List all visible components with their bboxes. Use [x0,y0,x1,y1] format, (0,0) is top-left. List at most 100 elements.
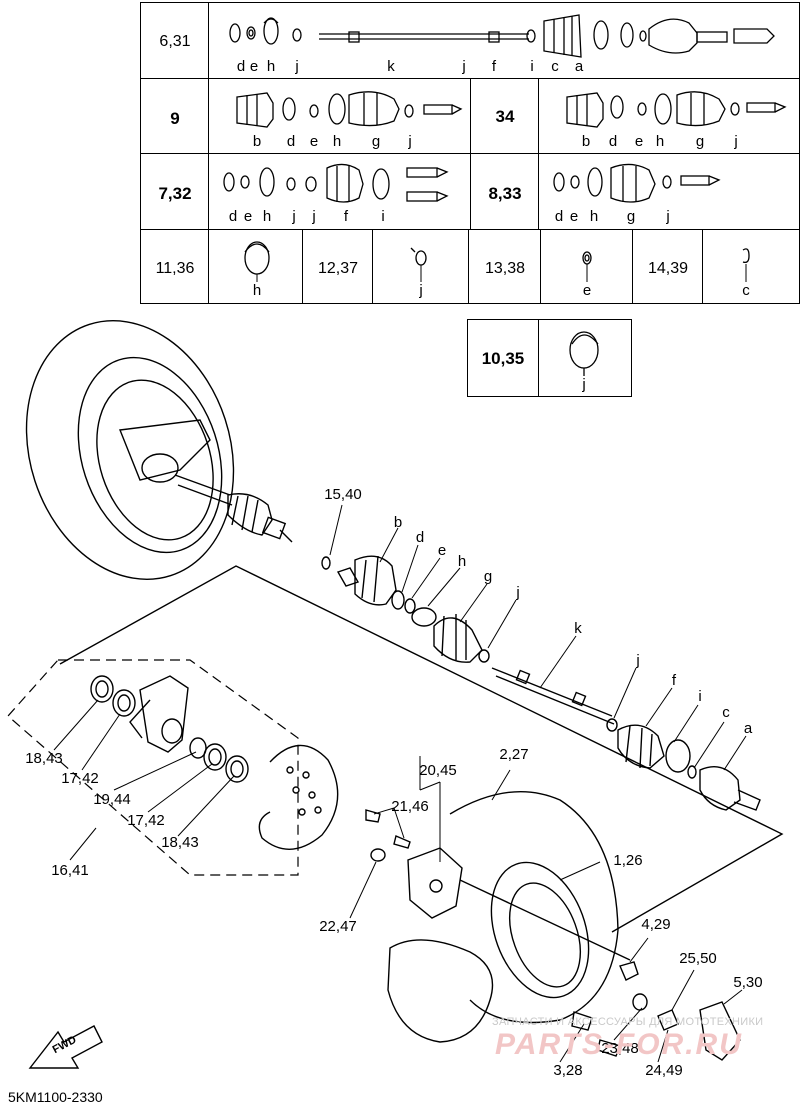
ref-number: 9 [170,109,180,128]
part-letter: j [582,376,586,393]
ref-number: 7,32 [158,184,192,203]
part-letter: h [332,133,342,150]
row1-parts-illustration [229,14,775,58]
part-letter: e [249,58,259,75]
part-letter: j [408,133,412,150]
part-letter: d [554,208,564,225]
callout-g: g [483,568,493,585]
part-letter: e [569,208,579,225]
lug-nut-cap [699,1001,741,1061]
ref-number: 10,35 [481,349,525,368]
callout-17-42-a: 17,42 [61,770,99,787]
table-row-9-34: 9 34 b d e h g j [141,79,799,154]
part-letter: k [387,58,395,75]
part-letter: d [286,133,296,150]
lower-tire [449,790,619,1024]
part-letter: e [243,208,253,225]
callout-i: i [698,688,702,705]
callout-e: e [437,542,447,559]
callout-4-29: 4,29 [641,916,671,933]
part-letter: a [574,58,584,75]
part-letter: f [343,208,349,225]
callout-25-50: 25,50 [679,950,717,967]
part-letter: g [371,133,381,150]
watermark-logo: PARTS-FOR.RU [495,1028,743,1061]
callout-19-44: 19,44 [93,791,131,808]
callout-b: b [393,514,403,531]
callout-k: k [574,620,582,637]
part-letter: h [252,282,262,299]
part-letter: d [608,133,618,150]
callout-23-48: 23,48 [601,1040,639,1057]
watermark-tagline: ЗАПЧАСТИ И АКСЕССУАРЫ ДЛЯ МОТОТЕХНИКИ [492,1016,764,1028]
part-letter: e [634,133,644,150]
ref-number: 11,36 [155,260,195,277]
brake-disc [258,744,339,850]
part-letter: j [292,208,296,225]
callout-a: a [743,720,753,737]
part-letter: i [381,208,385,225]
callout-22-47: 22,47 [319,918,357,935]
row3-right-parts-illustration [553,163,721,203]
part-letter: i [530,58,534,75]
callout-16-41: 16,41 [51,862,89,879]
part-letter: h [262,208,272,225]
ref-number: 8,33 [488,184,522,203]
part-letter: j [312,208,316,225]
callout-j-lower: j [636,652,640,669]
part-letter: j [419,282,423,299]
clamp-illustration [569,331,599,376]
upper-wheel-assembly [25,320,293,580]
table-row-small-parts: 11,36 12,37 13,38 14,39 h j e c [141,230,799,303]
diagram-code: 5KM1100-2330 [8,1089,103,1105]
part-letter: e [309,133,319,150]
part-letter: g [626,208,636,225]
wheel-hub [407,847,463,919]
part-letter: c [742,282,750,299]
callout-1-26: 1,26 [613,852,643,869]
parts-table: 6,31 d e h j k j f [140,2,800,304]
callout-c: c [722,704,730,721]
callout-5-30: 5,30 [733,974,763,991]
ref-number: 14,39 [647,260,689,277]
callout-2-27: 2,27 [499,746,529,763]
callout-18-43-b: 18,43 [161,834,199,851]
callout-21-46: 21,46 [391,798,429,815]
row3-left-parts-illustration [223,163,449,203]
table-extra-10-35: 10,35 j [467,319,632,397]
row4-parts-illustration [244,241,750,282]
lower-rim [490,861,590,999]
ref-number: 12,37 [317,260,359,277]
part-letter: e [582,282,592,299]
callout-24-49: 24,49 [645,1062,683,1079]
table-row-6-31: 6,31 d e h j k j f [141,3,799,79]
part-letter: h [655,133,665,150]
part-letter: b [252,133,262,150]
part-letter: j [295,58,299,75]
callout-17-42-b: 17,42 [127,812,165,829]
part-letter: f [491,58,497,75]
fwd-arrow-icon [28,1025,103,1069]
callout-3-28: 3,28 [553,1062,583,1079]
part-letter: d [236,58,246,75]
callout-h: h [457,553,467,570]
row2-right-parts-illustration [566,91,787,128]
callout-20-45: 20,45 [419,762,457,779]
part-letter: j [734,133,738,150]
callout-d: d [415,529,425,546]
part-letter: b [581,133,591,150]
part-letter: j [462,58,466,75]
knuckle-parts [90,675,249,783]
callout-15-40: 15,40 [324,486,362,503]
part-letter: d [228,208,238,225]
part-letter: h [589,208,599,225]
ref-number: 13,38 [484,260,526,277]
row2-left-parts-illustration [236,91,463,128]
part-letter: h [266,58,276,75]
callout-18-43-a: 18,43 [25,750,63,767]
callout-j-upper: j [516,584,520,601]
table-row-7-32-8-33: 7,32 8,33 d e h j j f i [141,154,799,230]
part-letter: g [695,133,705,150]
callout-f: f [671,672,677,689]
